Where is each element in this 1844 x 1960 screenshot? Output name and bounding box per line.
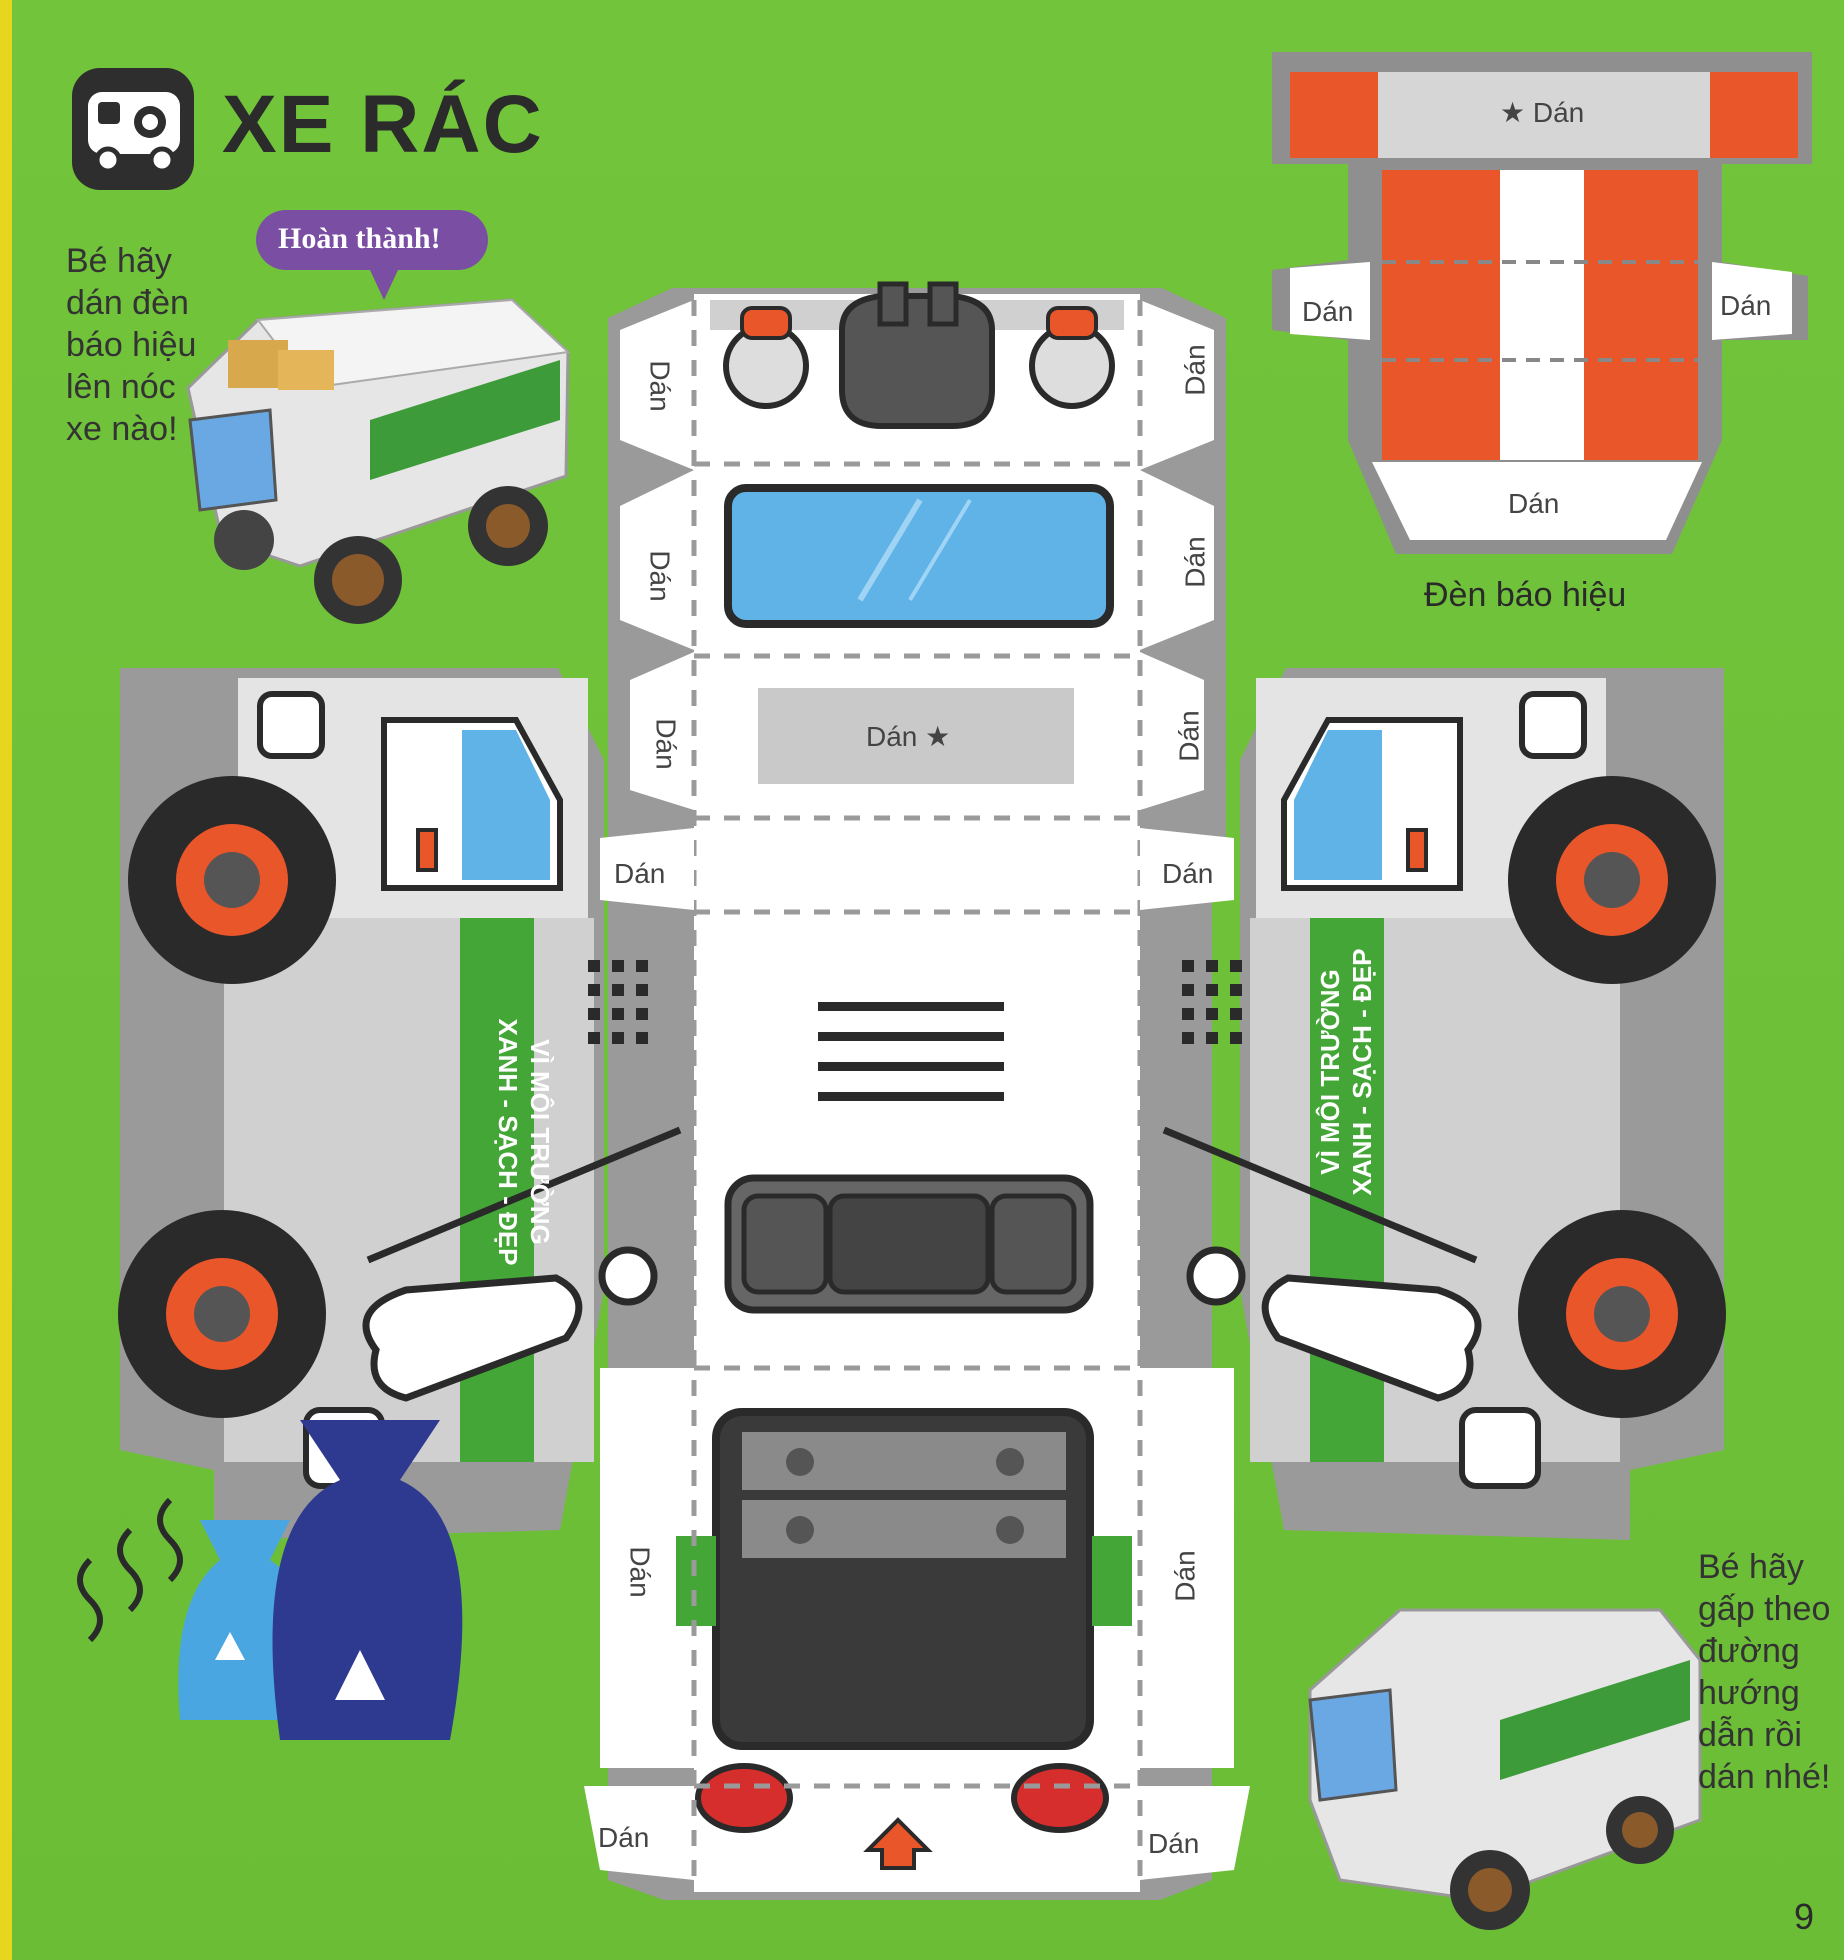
tab-label: Dán xyxy=(1179,536,1211,588)
left-instruction-line: Bé hãy xyxy=(66,242,172,280)
page-spine xyxy=(0,0,12,1960)
finished-truck-bottom xyxy=(1308,1608,1702,1930)
right-instruction-line: hướng xyxy=(1698,1674,1800,1712)
finished-truck-top xyxy=(186,298,571,624)
tab-left xyxy=(600,828,694,910)
right-instruction-line: dẫn rồi xyxy=(1698,1716,1802,1754)
beacon-top-label: ★ Dán xyxy=(1500,97,1585,128)
left-instruction-line: dán đèn xyxy=(66,284,189,322)
tab-label: Dán xyxy=(598,1822,650,1853)
left-instruction-line: xe nào! xyxy=(66,410,178,448)
beacon-template xyxy=(1272,52,1812,554)
completion-bubble xyxy=(256,210,488,300)
tab-label: Dán xyxy=(624,1546,656,1598)
right-slogan-line: VÌ MÔI TRƯỜNG xyxy=(1315,969,1345,1175)
right-slogan: VÌ MÔI TRƯỜNG XANH - SẠCH - ĐẸP xyxy=(1314,902,1378,1242)
garbage-truck-icon xyxy=(72,68,194,190)
tab-label: Dán xyxy=(1162,858,1214,889)
beacon-left-label: Dán xyxy=(1302,296,1354,327)
bubble-text: Hoàn thành! xyxy=(278,222,441,255)
beacon-bottom-label: Dán xyxy=(1508,488,1560,519)
right-instruction-line: dán nhé! xyxy=(1698,1758,1831,1796)
left-slogan-line: XANH - SẠCH - ĐẸP xyxy=(493,1018,523,1266)
left-instruction: Bé hãy dán đèn báo hiệu lên nóc xe nào! xyxy=(66,240,196,450)
right-instruction-line: Bé hãy xyxy=(1698,1548,1804,1586)
left-slogan: VÌ MÔI TRƯỜNG XANH - SẠCH - ĐẸP xyxy=(492,972,556,1312)
beacon-right-label: Dán xyxy=(1720,290,1772,321)
garbage-bags-illustration xyxy=(77,1420,463,1740)
tab-label: Dán xyxy=(1173,710,1205,762)
right-instruction-line: đường xyxy=(1698,1632,1800,1670)
tab-label: Dán xyxy=(1148,1828,1200,1859)
tab-label: Dán xyxy=(1169,1550,1201,1602)
tab-label: Dán xyxy=(644,360,676,412)
tab-label: Dán xyxy=(644,550,676,602)
right-slogan-line: XANH - SẠCH - ĐẸP xyxy=(1347,948,1377,1196)
tab-right xyxy=(1140,828,1234,910)
right-side-panel xyxy=(1162,668,1726,1540)
tab-label: Dán xyxy=(614,858,666,889)
page-title: XE RÁC xyxy=(222,79,544,170)
left-side-panel xyxy=(118,668,682,1540)
left-instruction-line: lên nóc xyxy=(66,368,176,406)
beacon-caption: Đèn báo hiệu xyxy=(1424,576,1627,614)
right-instruction: Bé hãy gấp theo đường hướng dẫn rồi dán … xyxy=(1698,1546,1830,1798)
right-instruction-line: gấp theo xyxy=(1698,1590,1831,1628)
tab-label: Dán xyxy=(1179,344,1211,396)
truck-net xyxy=(584,281,1250,1900)
roof-label: Dán ★ xyxy=(866,721,951,752)
tab-label: Dán xyxy=(650,718,682,770)
page-number: 9 xyxy=(1794,1896,1815,1937)
left-slogan-line: VÌ MÔI TRƯỜNG xyxy=(525,1039,555,1245)
left-instruction-line: báo hiệu xyxy=(66,326,197,364)
